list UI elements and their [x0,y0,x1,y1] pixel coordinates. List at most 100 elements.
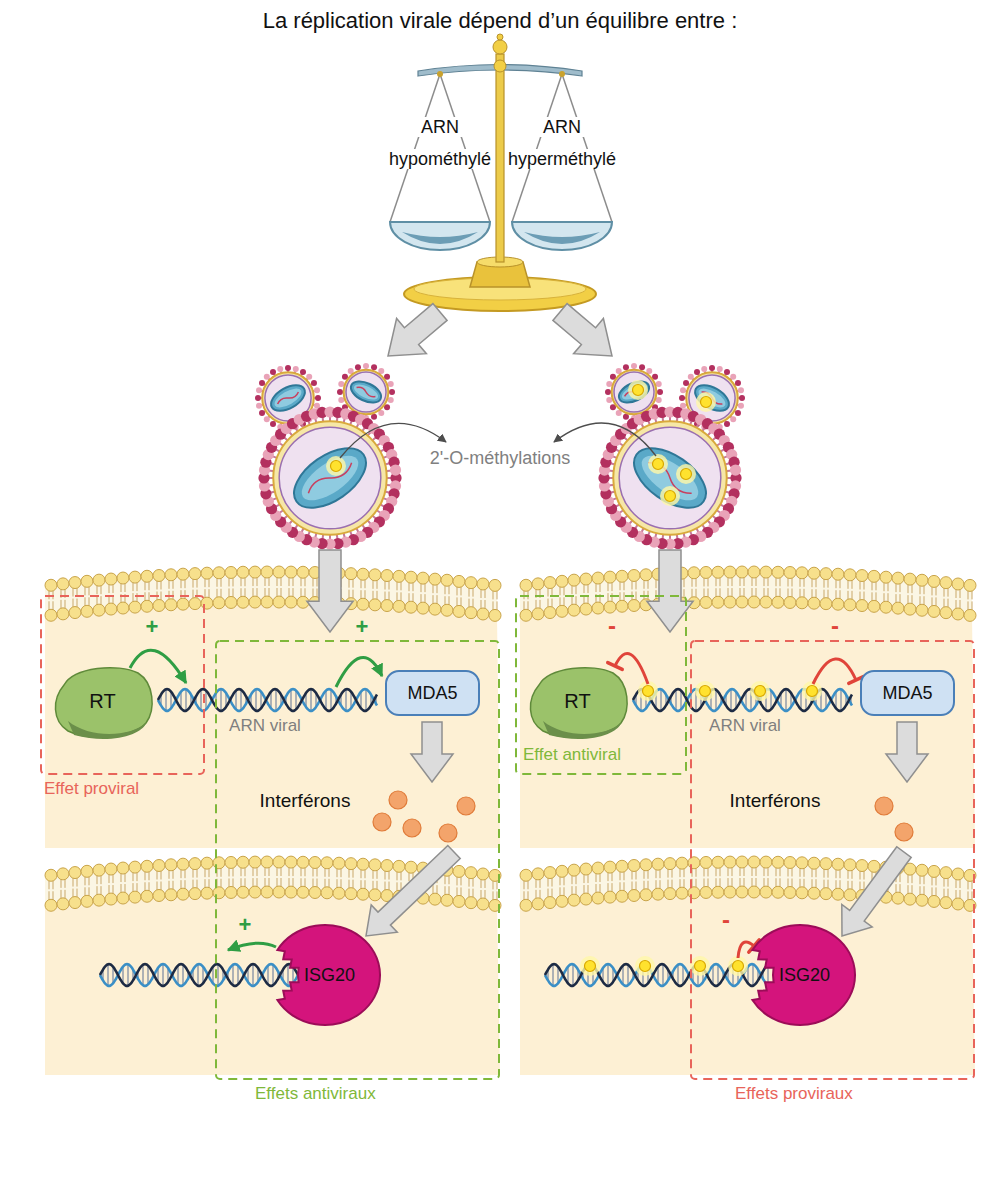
lipid-head [916,604,928,616]
lipid-head [213,857,225,869]
lipid-tail [253,588,254,597]
spike-knob [606,381,612,387]
virus-particle [258,406,401,549]
lipid-head [640,889,652,901]
methyl-glow [695,681,715,701]
signal-arrow [886,722,928,782]
pan-bowl [390,222,490,250]
lipid-tail [684,578,685,587]
lipid-tail [421,594,422,603]
lipid-head [724,856,736,868]
lipid-tail [473,599,474,608]
spike-knob [739,395,745,401]
lipid-head [676,857,688,869]
base-pair [185,689,186,711]
lipid-tail [768,878,769,887]
lipid-head [592,862,604,874]
lipid-tail [536,879,537,888]
lipid-tail [161,591,162,600]
effect-region: Effets provirauxMDA5ISG20 [690,640,975,1080]
lipid-head [820,888,832,900]
pan-label: ARN hypométhylé [380,112,500,175]
lipid-tail [968,891,969,900]
lipid-head [796,597,808,609]
lipid-tail [924,886,925,895]
lipid-tail [233,577,234,586]
lipid-head [189,598,201,610]
lipid-head [153,569,165,581]
pan-string [562,74,612,222]
spike-knob [724,421,730,427]
lipid-head [664,858,676,870]
lipid-tail [181,880,182,889]
lipid-head [93,864,105,876]
lipid-head [748,566,760,578]
lipid-tail [608,883,609,892]
spike-knob [701,366,707,372]
lipid-head [892,602,904,614]
lipid-tail [221,868,222,877]
lipid-tail [397,871,398,880]
interferon-label: Interférons [260,790,351,813]
interferon-molecule [875,797,893,815]
lipid-tail [684,879,685,888]
lipid-head [261,596,273,608]
lipid-tail [744,588,745,597]
lipid-tail [788,577,789,586]
pan-bowl-shade [524,232,600,244]
lipid-head [477,578,489,590]
lipid-tail [269,867,270,876]
lipid-tail [824,880,825,889]
lipid-tail [373,580,374,589]
lipid-tail [644,580,645,589]
lipid-head [844,889,856,901]
lipid-head [916,574,928,586]
lipid-head [700,596,712,608]
lipid-tail [89,586,90,595]
lipid-tail [944,889,945,898]
lipid-tail [269,878,270,887]
lipid-head [489,579,501,591]
lipid-tail [560,876,561,885]
base-pair [675,690,676,711]
lipid-tail [397,592,398,601]
lipid-head [93,574,105,586]
lipid-tail [680,868,681,877]
lipid-tail [836,880,837,889]
lipid-head [201,597,213,609]
lipid-head [357,858,369,870]
lipid-head [940,577,952,589]
lipid-tail [716,588,717,597]
lipid-tail [704,867,705,876]
lipid-head [309,856,321,868]
lipid-tail [716,867,717,876]
lipid-head [688,857,700,869]
lipid-head [652,888,664,900]
lipid-tail [229,867,230,876]
lipid-tail [457,887,458,896]
lipid-tail [133,582,134,591]
lipid-tail [361,579,362,588]
lipid-tail [636,591,637,600]
viral-capsid-inner [272,385,305,411]
lipid-tail [97,585,98,594]
lipid-head [712,856,724,868]
lipid-tail [704,878,705,887]
lipid-tail [972,891,973,900]
lipid-tail [497,880,498,889]
lipid-head [544,577,556,589]
lipid-tail [53,891,54,900]
lipid-tail [425,594,426,603]
lipid-tail [764,867,765,876]
lipid-head [321,857,333,869]
lipid-tail [121,873,122,882]
lipid-head [117,862,129,874]
lipid-head [117,892,129,904]
flow-arrow [553,304,612,356]
lipid-head [381,600,393,612]
lipid-head [964,579,976,591]
lipid-tail [864,871,865,880]
lipid-tail [73,599,74,608]
lipid-tail [401,592,402,601]
